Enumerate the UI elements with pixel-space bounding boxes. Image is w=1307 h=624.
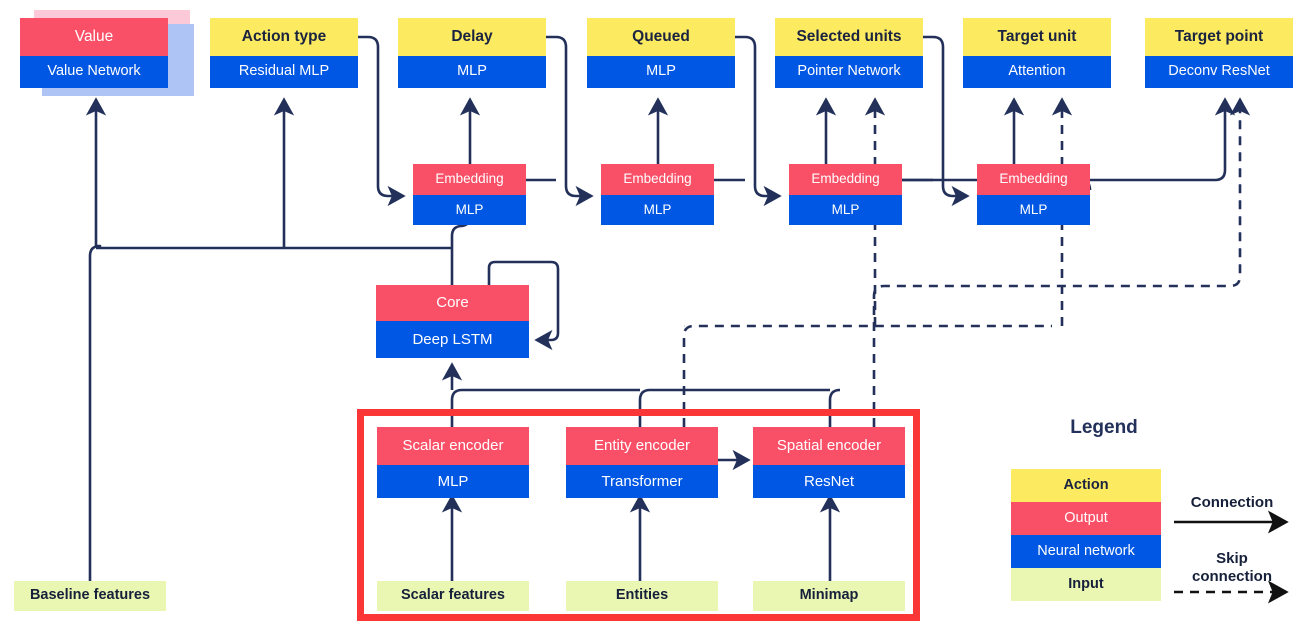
node-entity-encoder-network: Transformer [566, 465, 718, 498]
node-core-network: Deep LSTM [376, 321, 529, 358]
node-core-head: Core [376, 285, 529, 321]
node-queued[interactable]: Queued MLP [587, 18, 735, 88]
node-embedding-selected-units[interactable]: Embedding MLP [789, 164, 902, 225]
node-spatial-encoder[interactable]: Spatial encoder ResNet [753, 427, 905, 498]
node-target-unit-head: Target unit [963, 18, 1111, 56]
node-embedding-target-unit-network: MLP [977, 195, 1090, 225]
node-entities-label: Entities [566, 581, 718, 611]
encoder-highlight-box [357, 409, 920, 621]
node-scalar-features-label: Scalar features [377, 581, 529, 611]
node-scalar-features[interactable]: Scalar features [377, 581, 529, 611]
node-queued-network: MLP [587, 56, 735, 88]
legend-swatch-action: Action [1011, 469, 1161, 502]
node-queued-head: Queued [587, 18, 735, 56]
node-value[interactable]: Value Value Network [20, 18, 168, 88]
node-selected-units-head: Selected units [775, 18, 923, 56]
node-target-point-network: Deconv ResNet [1145, 56, 1293, 88]
node-scalar-encoder[interactable]: Scalar encoder MLP [377, 427, 529, 498]
node-embedding-target-unit[interactable]: Embedding MLP [977, 164, 1090, 225]
legend-swatch-stack: Action Output Neural network Input [1011, 469, 1161, 601]
node-value-head: Value [20, 18, 168, 56]
node-embedding-queued-head: Embedding [601, 164, 714, 195]
node-action-type-head: Action type [210, 18, 358, 56]
node-embedding-queued[interactable]: Embedding MLP [601, 164, 714, 225]
node-target-unit-network: Attention [963, 56, 1111, 88]
node-scalar-encoder-head: Scalar encoder [377, 427, 529, 465]
node-spatial-encoder-network: ResNet [753, 465, 905, 498]
node-spatial-encoder-head: Spatial encoder [753, 427, 905, 465]
node-minimap[interactable]: Minimap [753, 581, 905, 611]
node-delay-head: Delay [398, 18, 546, 56]
legend-swatch-neural-network: Neural network [1011, 535, 1161, 568]
node-scalar-encoder-network: MLP [377, 465, 529, 498]
node-baseline-features-label: Baseline features [14, 581, 166, 611]
legend-swatch-input: Input [1011, 568, 1161, 601]
node-embedding-selected-units-head: Embedding [789, 164, 902, 195]
node-target-point[interactable]: Target point Deconv ResNet [1145, 18, 1293, 88]
node-embedding-delay[interactable]: Embedding MLP [413, 164, 526, 225]
legend-title: Legend [1070, 417, 1138, 438]
node-entities[interactable]: Entities [566, 581, 718, 611]
legend-skip-label-line1: Skip [1216, 550, 1248, 567]
node-embedding-delay-head: Embedding [413, 164, 526, 195]
legend-skip-label-line2: connection [1191, 568, 1273, 585]
node-embedding-target-unit-head: Embedding [977, 164, 1090, 195]
legend-swatch-output: Output [1011, 502, 1161, 535]
node-value-network: Value Network [20, 56, 168, 88]
node-target-unit[interactable]: Target unit Attention [963, 18, 1111, 88]
node-action-type[interactable]: Action type Residual MLP [210, 18, 358, 88]
node-baseline-features[interactable]: Baseline features [14, 581, 166, 611]
legend-arrows [1174, 510, 1289, 604]
legend-connection-label: Connection [1190, 494, 1274, 511]
node-selected-units-network: Pointer Network [775, 56, 923, 88]
node-action-type-network: Residual MLP [210, 56, 358, 88]
node-entity-encoder[interactable]: Entity encoder Transformer [566, 427, 718, 498]
node-minimap-label: Minimap [753, 581, 905, 611]
node-embedding-queued-network: MLP [601, 195, 714, 225]
node-target-point-head: Target point [1145, 18, 1293, 56]
node-delay-network: MLP [398, 56, 546, 88]
node-embedding-delay-network: MLP [413, 195, 526, 225]
node-entity-encoder-head: Entity encoder [566, 427, 718, 465]
node-embedding-selected-units-network: MLP [789, 195, 902, 225]
node-delay[interactable]: Delay MLP [398, 18, 546, 88]
node-selected-units[interactable]: Selected units Pointer Network [775, 18, 923, 88]
node-core[interactable]: Core Deep LSTM [376, 285, 529, 358]
